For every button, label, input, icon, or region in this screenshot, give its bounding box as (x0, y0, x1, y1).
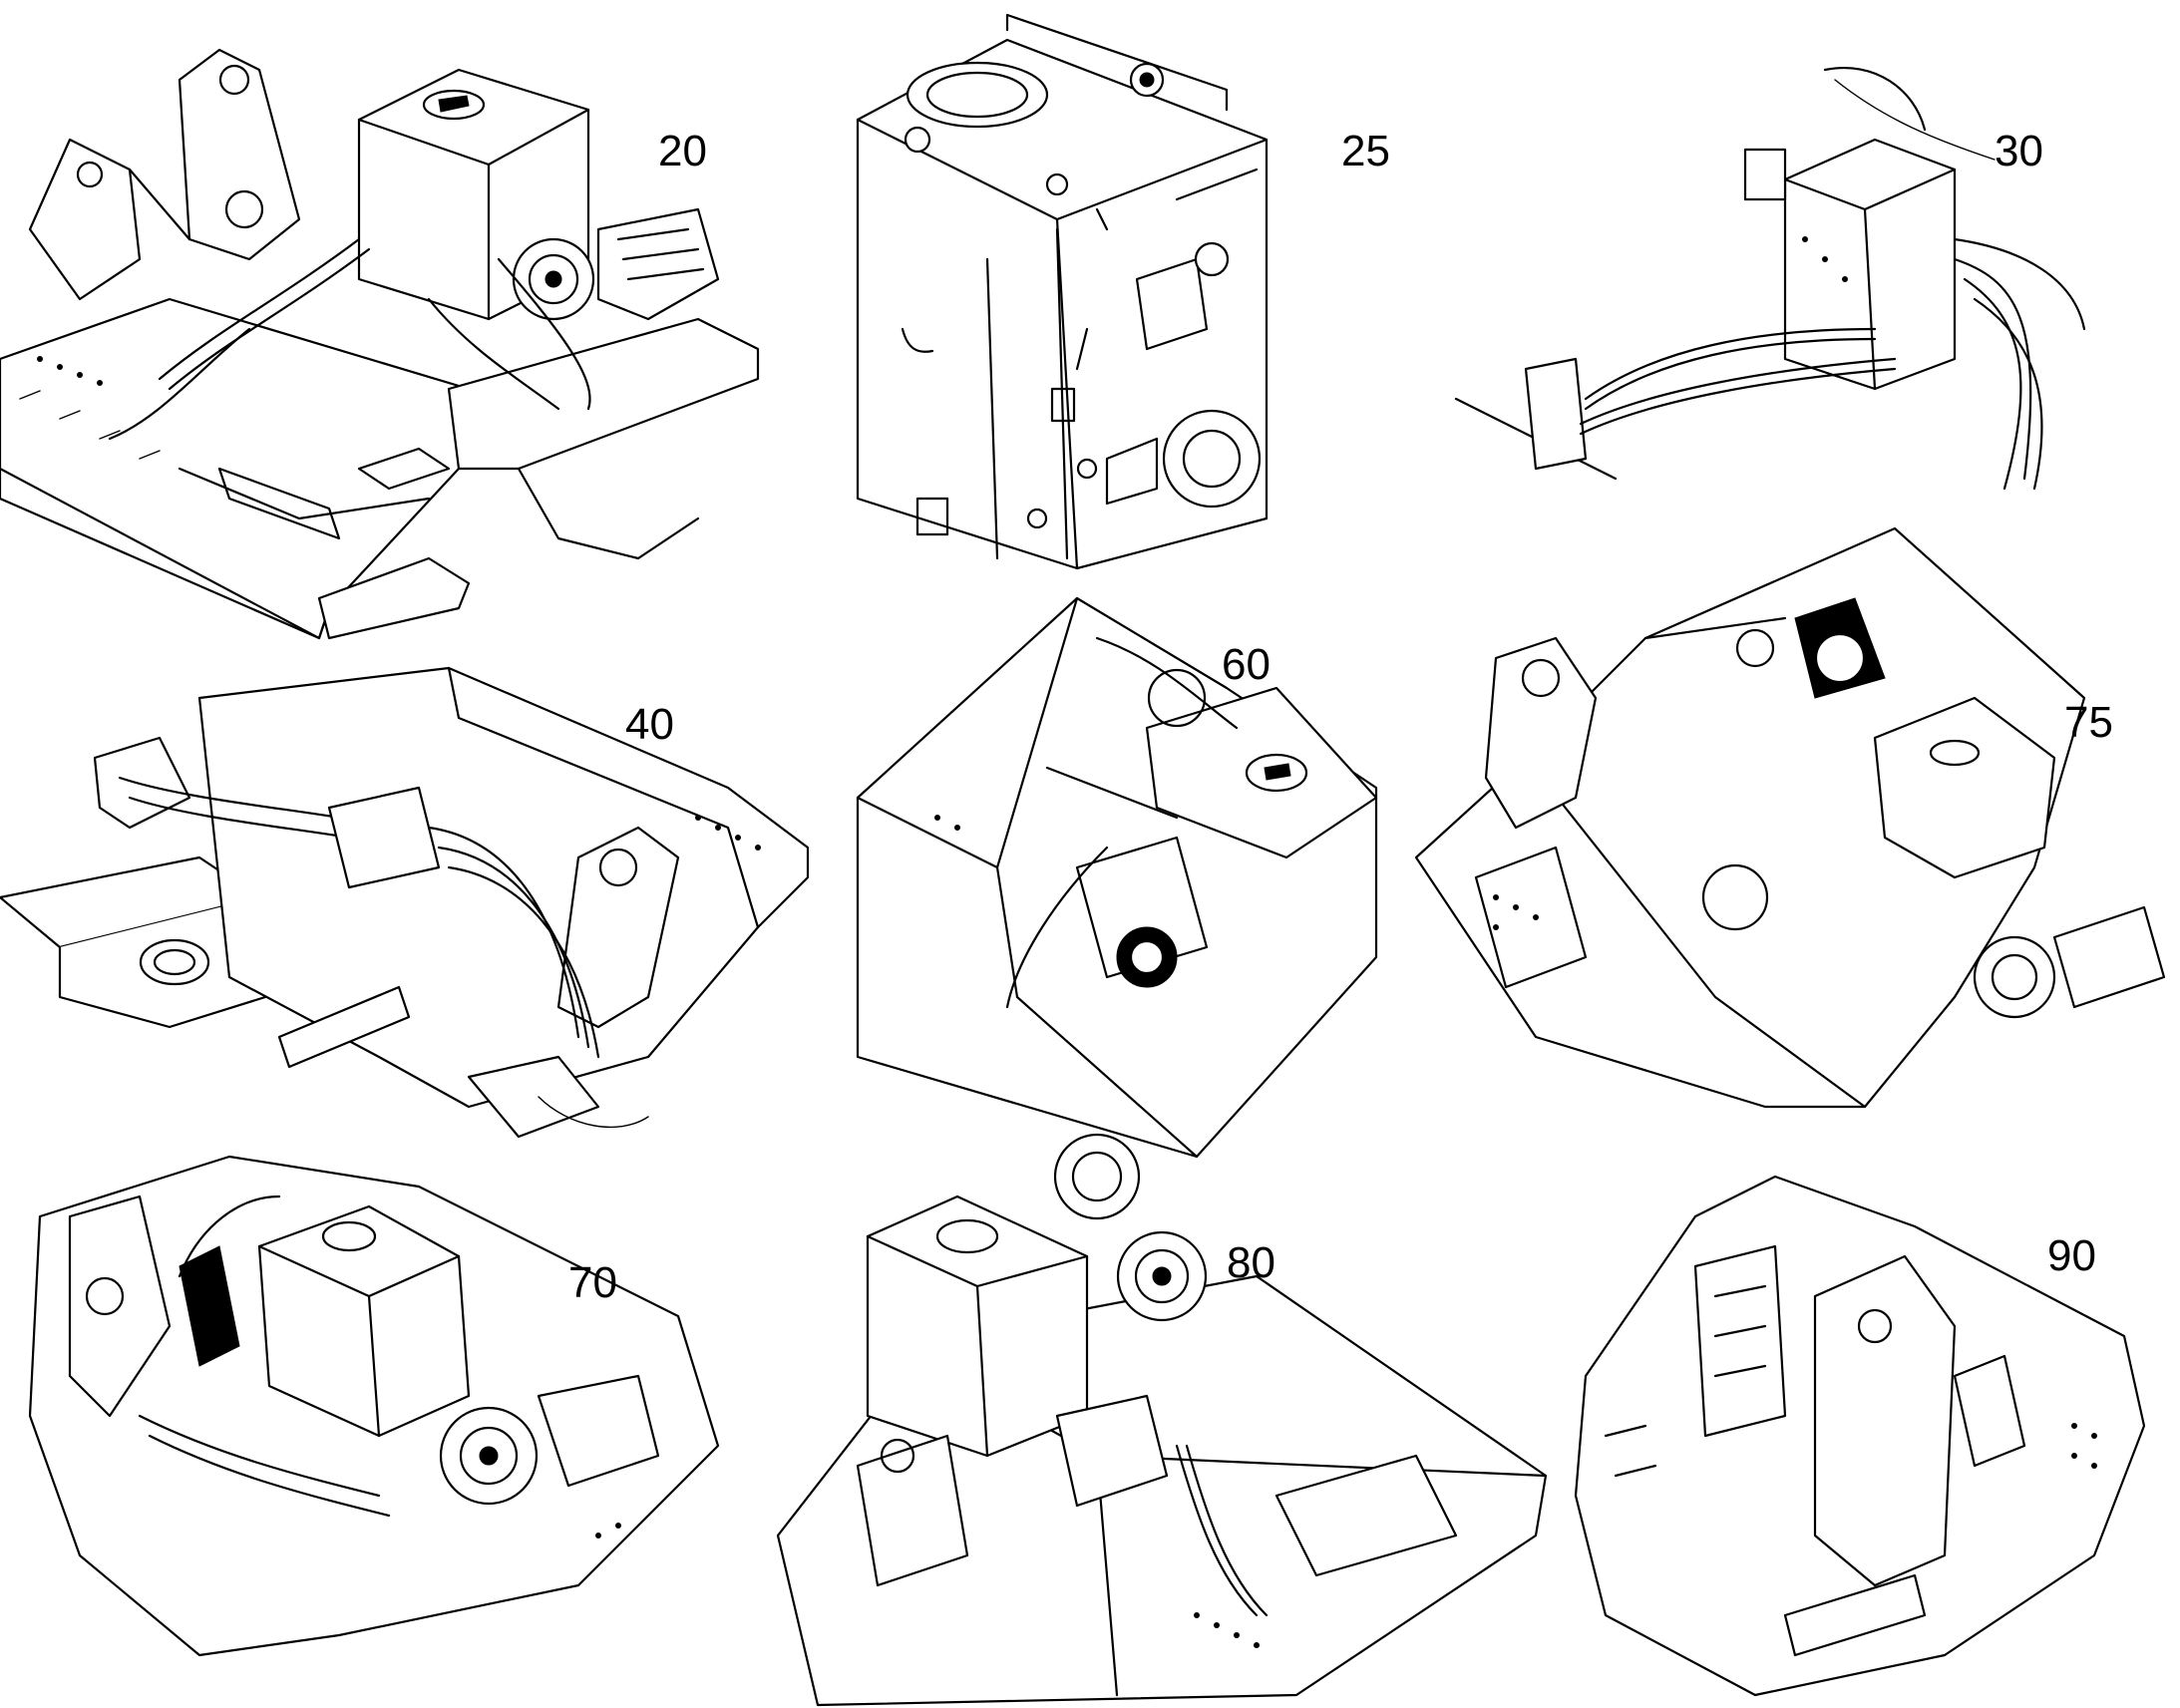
view-30-valve-block (1454, 67, 2086, 491)
callout-75: 75 (2064, 698, 2113, 747)
callout-30: 30 (1995, 127, 2043, 175)
callout-80: 80 (1227, 1238, 1275, 1287)
view-25-hydraulic-tank (856, 13, 1269, 570)
view-70-detail (28, 1155, 720, 1657)
callout-20: 20 (658, 127, 707, 175)
callout-70: 70 (568, 1258, 617, 1307)
callout-90: 90 (2047, 1231, 2096, 1280)
view-90-detail (1574, 1175, 2146, 1697)
callout-25: 25 (1341, 127, 1390, 175)
view-40-lower-frame (0, 666, 810, 1139)
callout-60: 60 (1222, 640, 1271, 689)
callout-40: 40 (625, 700, 674, 749)
view-75-rear-assembly (1414, 526, 2166, 1109)
view-80-frame-tank (776, 1133, 1548, 1707)
view-20-frame-assembly (0, 48, 760, 640)
view-60-tank-frame (856, 596, 1378, 1159)
